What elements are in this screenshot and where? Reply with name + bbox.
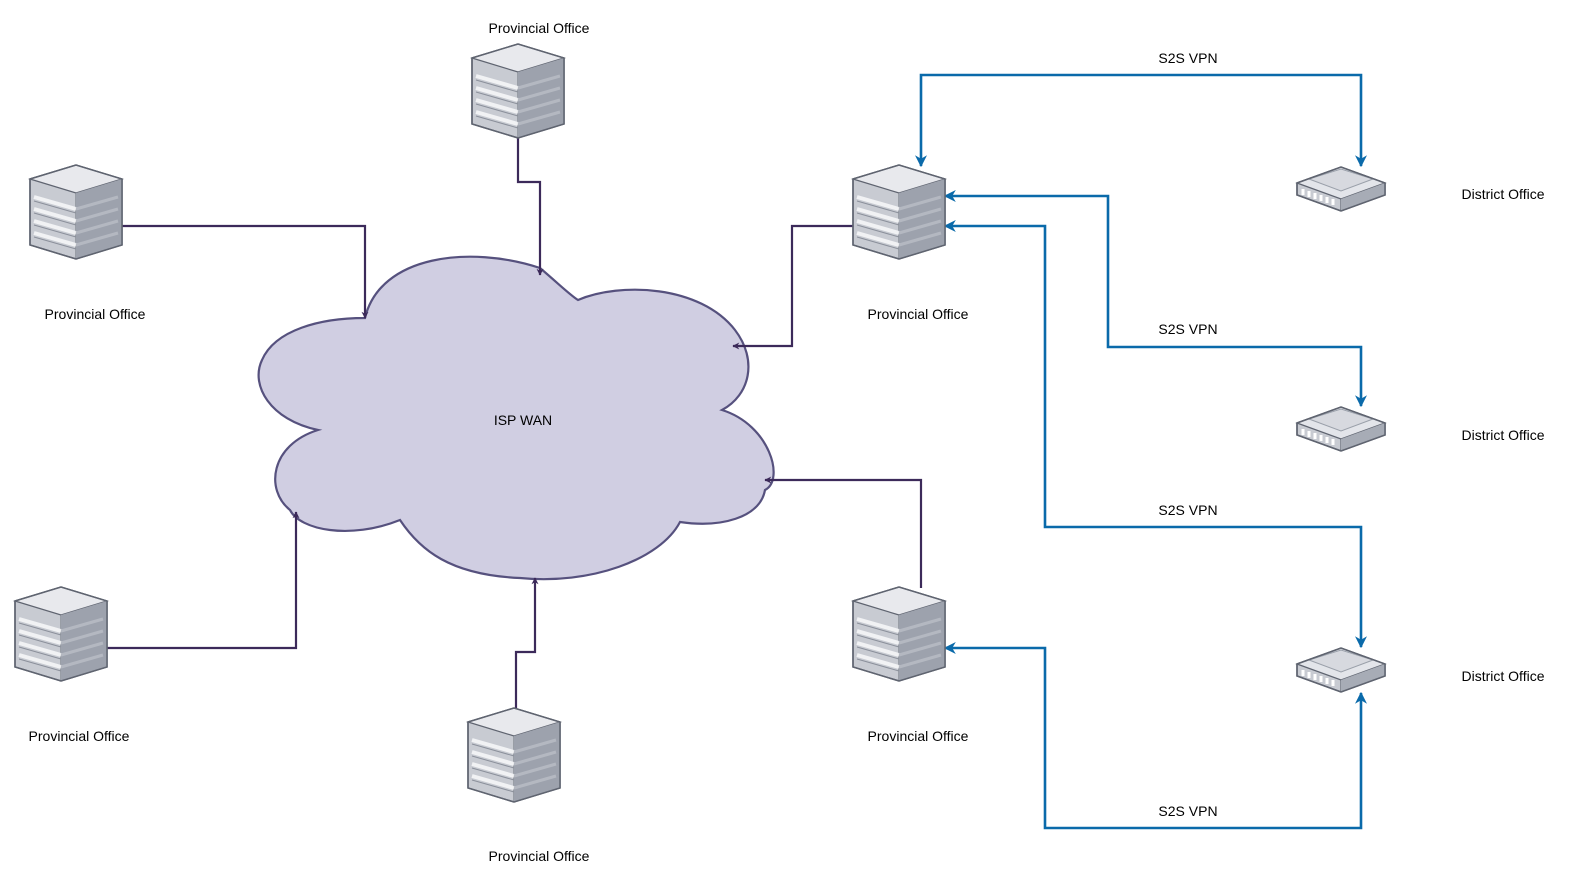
wan-links [106,138,923,712]
router-icon [1295,646,1387,694]
server-building-icon [851,163,947,261]
provincial-office-label-bottom-left: Provincial Office [29,728,130,744]
provincial-office-label-right-upper: Provincial Office [868,306,969,322]
district-office-label-2: District Office [1462,427,1545,443]
district-office-label-1: District Office [1462,186,1545,202]
vpn-label-2: S2S VPN [1158,321,1217,337]
district-office-label-3: District Office [1462,668,1545,684]
server-building-icon [470,42,566,140]
provincial-office-label-top: Provincial Office [489,20,590,36]
wan-link-top-left [122,224,369,319]
vpn-label-1: S2S VPN [1158,50,1217,66]
wan-link-bottom [514,577,539,712]
provincial-office-label-bottom: Provincial Office [489,848,590,864]
server-building-icon [28,163,124,261]
vpn-link-3 [943,220,1367,649]
provincial-office-label-top-left: Provincial Office [45,306,146,322]
provincial-office-label-right-lower: Provincial Office [868,728,969,744]
wan-link-bottom-left [106,511,300,650]
isp-wan-cloud [257,255,775,581]
server-building-icon [13,585,109,683]
wan-link-right-lower [764,476,923,588]
router-icon [1295,165,1387,213]
wan-link-right-upper [732,224,855,350]
wan-link-top [516,138,544,276]
vpn-label-4: S2S VPN [1158,803,1217,819]
vpn-links [915,73,1367,830]
server-building-icon [851,585,947,683]
vpn-label-3: S2S VPN [1158,502,1217,518]
vpn-link-4 [943,642,1367,830]
vpn-link-2 [943,190,1367,408]
server-building-icon [466,706,562,804]
router-icon [1295,405,1387,453]
cloud-label: ISP WAN [494,412,552,428]
vpn-link-1 [915,73,1367,168]
